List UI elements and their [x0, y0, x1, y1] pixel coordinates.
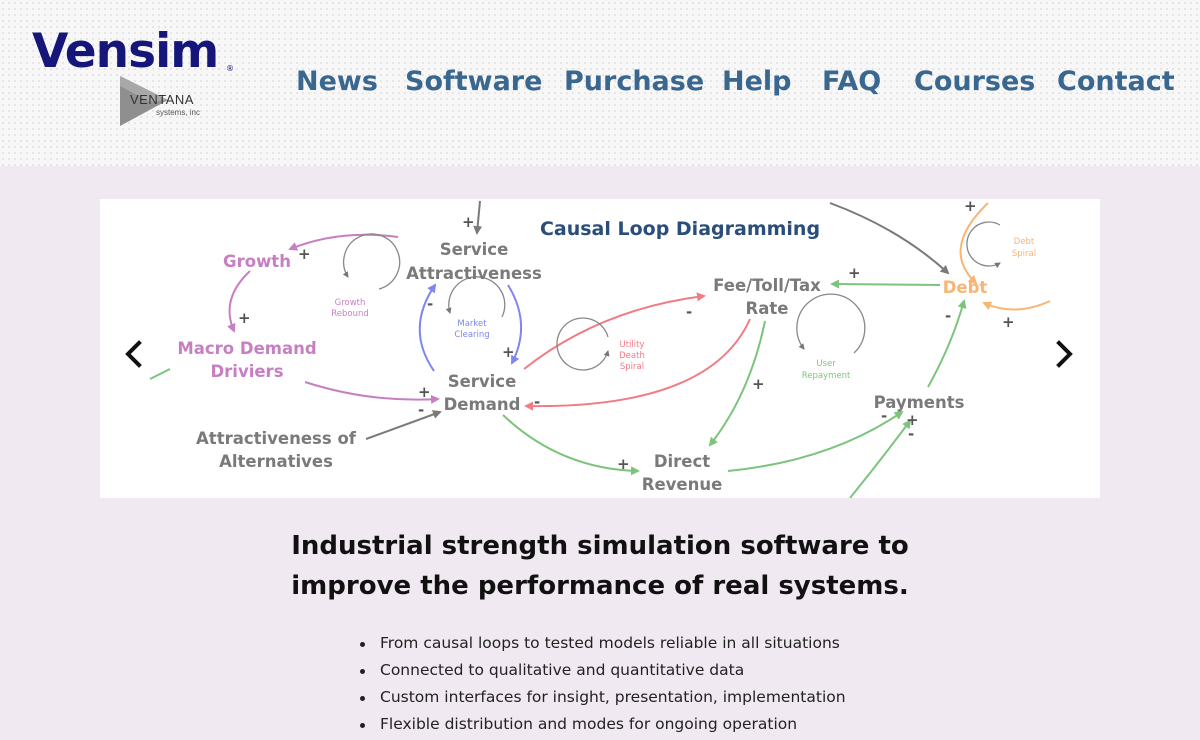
list-item: From causal loops to tested models relia… [358, 630, 846, 657]
loop-market-clearing-2: Clearing [454, 330, 489, 340]
tagline-line-2: improve the performance of real systems. [291, 571, 909, 601]
tagline-line-1: Industrial strength simulation software … [291, 531, 909, 561]
svg-text:+: + [848, 264, 861, 282]
logo-company-name: VENTANA [130, 92, 194, 107]
node-alternatives: Attractiveness of [196, 429, 357, 448]
loop-growth-rebound-2: Rebound [331, 309, 369, 319]
node-growth: Growth [223, 252, 291, 271]
nav-courses[interactable]: Courses [914, 66, 1036, 97]
node-payments: Payments [874, 393, 965, 412]
logo-company-sub: systems, inc [156, 108, 201, 117]
list-item: Connected to qualitative and quantitativ… [358, 657, 846, 684]
chevron-right-icon [1056, 340, 1073, 368]
svg-text:+: + [964, 199, 977, 215]
node-debt: Debt [943, 278, 988, 297]
loop-user-repayment: User [816, 359, 836, 369]
vensim-logo[interactable]: Vensim ® VENTANA systems, inc [30, 24, 240, 134]
node-alternatives-2: Alternatives [219, 452, 333, 471]
causal-loop-diagram: + + + - + + - - - + + + - + - + - + Caus… [149, 199, 1051, 498]
svg-text:-: - [686, 303, 692, 321]
node-fee-rate: Fee/Toll/Tax [713, 276, 821, 295]
ventana-triangle-icon [120, 76, 168, 126]
list-item: Custom interfaces for insight, presentat… [358, 684, 846, 711]
loop-debt-spiral-2: Spiral [1012, 249, 1036, 259]
hero-tagline: Industrial strength simulation software … [200, 526, 1000, 606]
main-nav: News Software Purchase Help FAQ Courses … [0, 60, 1200, 104]
nav-help[interactable]: Help [722, 66, 792, 97]
loop-user-repayment-2: Repayment [802, 371, 851, 381]
feature-list: From causal loops to tested models relia… [358, 630, 846, 738]
node-service-attractiveness-2: Attractiveness [406, 264, 542, 283]
carousel-next-button[interactable] [1050, 339, 1078, 369]
node-service-attractiveness: Service [440, 240, 509, 259]
svg-text:+: + [752, 375, 765, 393]
svg-text:+: + [462, 213, 475, 231]
node-service-demand: Service [448, 372, 517, 391]
loop-market-clearing: Market [457, 319, 487, 329]
nav-software[interactable]: Software [405, 66, 543, 97]
loop-utility-death-spiral-2: Death [619, 351, 645, 361]
svg-text:-: - [534, 393, 540, 411]
node-direct-revenue: Direct [654, 452, 710, 471]
carousel-prev-button[interactable] [120, 339, 148, 369]
svg-text:+: + [238, 309, 251, 327]
chevron-left-icon [125, 340, 142, 368]
nav-purchase[interactable]: Purchase [564, 66, 705, 97]
image-carousel: + + + - + + - - - + + + - + - + - + Caus… [100, 199, 1100, 498]
svg-text:-: - [945, 307, 951, 325]
svg-text:-: - [908, 425, 914, 443]
svg-text:+: + [418, 383, 431, 401]
svg-text:+: + [1002, 313, 1015, 331]
nav-faq[interactable]: FAQ [822, 66, 882, 97]
slide-title: Causal Loop Diagramming [540, 218, 820, 240]
svg-text:-: - [418, 401, 424, 419]
svg-text:-: - [881, 407, 887, 425]
svg-text:+: + [298, 245, 311, 263]
loop-utility-death-spiral-3: Spiral [620, 362, 644, 372]
node-fee-rate-2: Rate [746, 299, 789, 318]
site-header: Vensim ® VENTANA systems, inc News Softw… [0, 0, 1200, 166]
logo-wordmark: Vensim [32, 24, 219, 79]
node-macro-demand: Macro Demand [177, 339, 316, 358]
node-service-demand-2: Demand [444, 395, 521, 414]
nav-news[interactable]: News [296, 66, 378, 97]
loop-debt-spiral: Debt [1014, 237, 1035, 247]
svg-text:+: + [906, 411, 919, 429]
svg-text:+: + [617, 455, 630, 473]
loop-growth-rebound: Growth [335, 298, 366, 308]
nav-contact[interactable]: Contact [1057, 66, 1175, 97]
logo-registered-mark: ® [226, 64, 234, 73]
node-macro-demand-2: Driviers [210, 362, 283, 381]
list-item: Flexible distribution and modes for ongo… [358, 711, 846, 738]
loop-utility-death-spiral: Utility [619, 340, 644, 350]
svg-text:-: - [427, 295, 433, 313]
node-direct-revenue-2: Revenue [642, 475, 723, 494]
svg-text:+: + [502, 343, 515, 361]
